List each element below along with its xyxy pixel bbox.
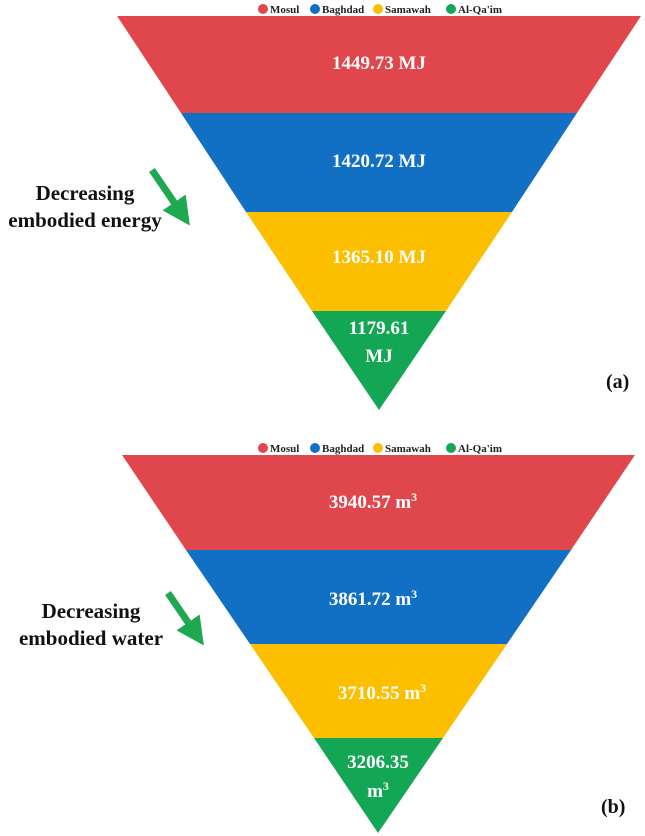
legend-b-marker-alqaim: [446, 443, 456, 453]
legend-b-marker-baghdad: [310, 443, 320, 453]
annotation-a-line-2: embodied energy: [8, 208, 162, 232]
panel-b: Mosul Baghdad Samawah Al-Qa'im 3940.57 m…: [19, 443, 635, 833]
legend-a-label-baghdad: Baghdad: [322, 4, 364, 16]
legend-a-label-mosul: Mosul: [270, 4, 299, 16]
legend-a-label-samawah: Samawah: [385, 4, 431, 16]
legend-b-label-baghdad: Baghdad: [322, 443, 364, 455]
annotation-b-line-2: embodied water: [19, 626, 163, 650]
legend-a: Mosul Baghdad Samawah Al-Qa'im: [258, 4, 502, 16]
panel-b-tag: (b): [601, 796, 625, 818]
legend-b-label-samawah: Samawah: [385, 443, 431, 455]
band-b-baghdad: [186, 550, 571, 644]
band-b-alqaim-label: 3206.35: [347, 752, 409, 773]
band-b-samawah-label: 3710.55 m3: [338, 681, 426, 704]
panel-a: Mosul Baghdad Samawah Al-Qa'im 1449.73 M…: [8, 4, 641, 410]
band-a-baghdad-label: 1420.72 MJ: [332, 151, 426, 172]
band-b-samawah: [250, 644, 507, 738]
legend-b-marker-samawah: [373, 443, 383, 453]
legend-a-marker-alqaim: [446, 4, 456, 14]
band-a-samawah-label: 1365.10 MJ: [332, 247, 426, 268]
annotation-a-arrow: [149, 168, 190, 226]
legend-a-marker-baghdad: [310, 4, 320, 14]
band-a-mosul-label: 1449.73 MJ: [332, 53, 426, 74]
band-a-alqaim: [312, 311, 446, 410]
band-b-mosul-label: 3940.57 m3: [329, 490, 417, 513]
band-b-alqaim-unit: m3: [367, 779, 389, 802]
band-b-mosul: [122, 455, 635, 550]
legend-b-label-mosul: Mosul: [270, 443, 299, 455]
legend-b: Mosul Baghdad Samawah Al-Qa'im: [258, 443, 502, 455]
legend-b-label-alqaim: Al-Qa'im: [458, 443, 502, 455]
legend-a-marker-samawah: [373, 4, 383, 14]
band-b-baghdad-label: 3861.72 m3: [329, 587, 417, 610]
annotation-b-arrow: [165, 591, 204, 646]
band-a-alqaim-label: 1179.61: [349, 318, 410, 339]
band-a-baghdad: [181, 113, 577, 212]
annotation-a-line-1: Decreasing: [36, 181, 135, 205]
legend-a-label-alqaim: Al-Qa'im: [458, 4, 502, 16]
legend-a-marker-mosul: [258, 4, 268, 14]
band-a-alqaim-unit: MJ: [365, 346, 392, 367]
panel-a-tag: (a): [606, 371, 629, 393]
band-b-alqaim: [314, 738, 443, 833]
band-a-mosul: [117, 16, 641, 113]
band-a-samawah: [246, 212, 512, 311]
legend-b-marker-mosul: [258, 443, 268, 453]
annotation-b-line-1: Decreasing: [42, 599, 141, 623]
